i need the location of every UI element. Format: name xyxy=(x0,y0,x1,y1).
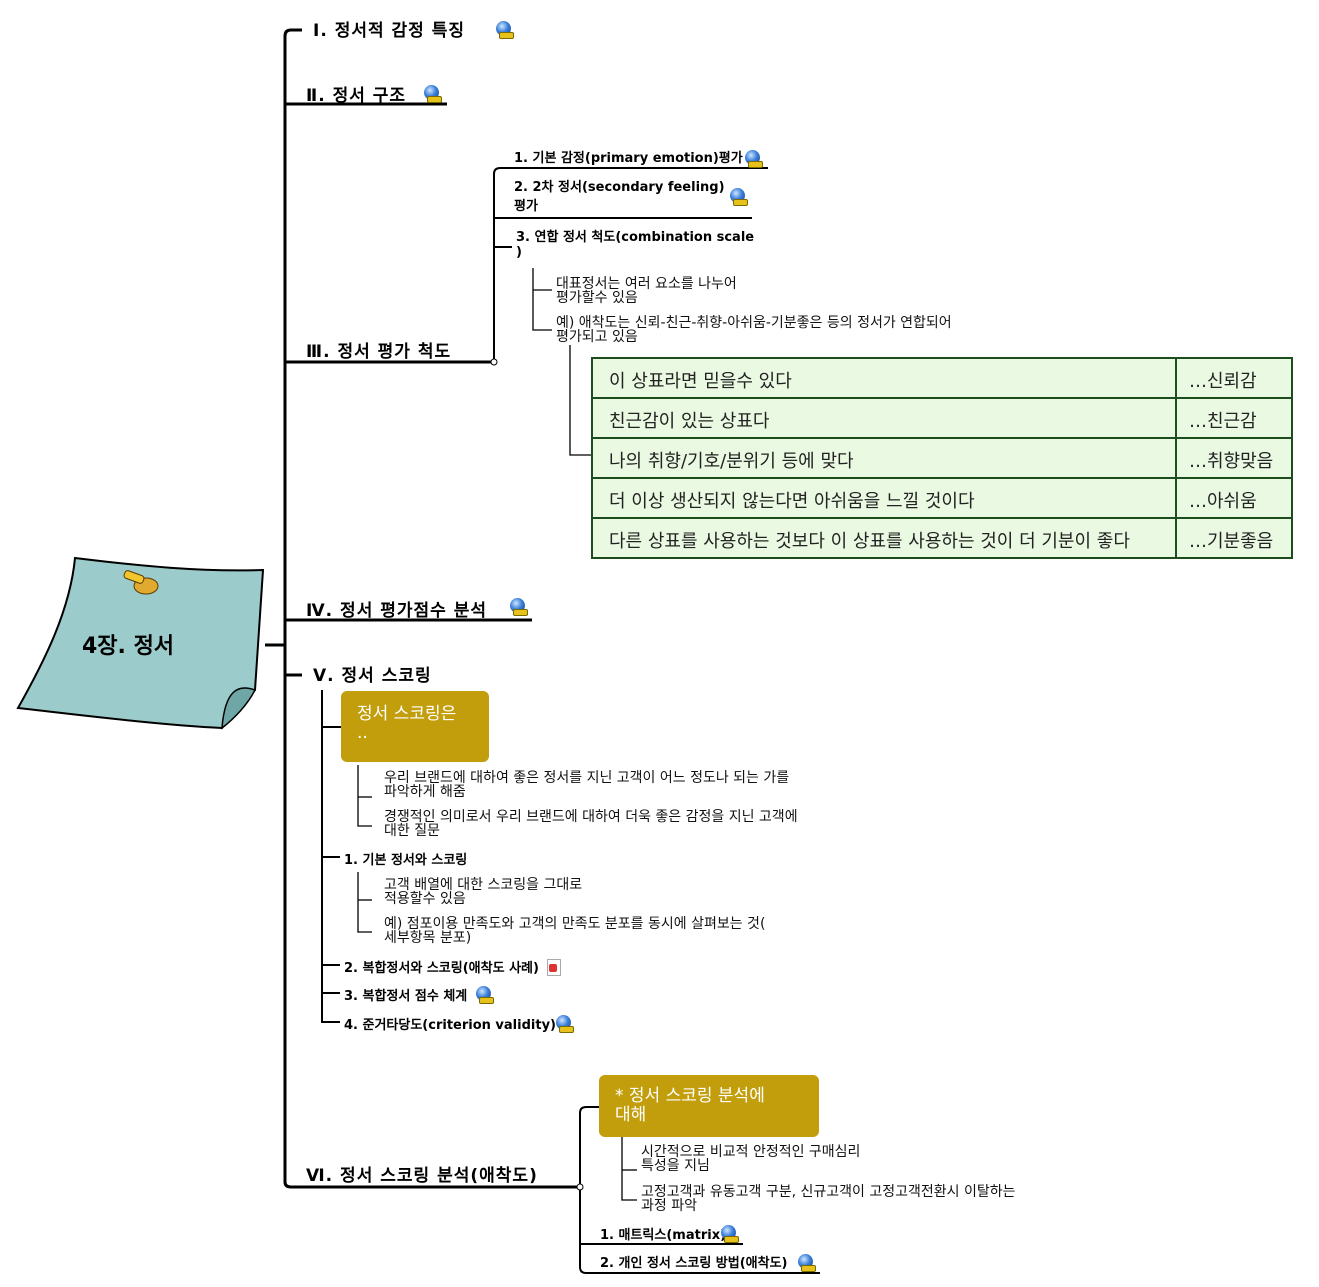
note-line: 고정고객과 유동고객 구분, 신규고객이 고정고객전환시 이탈하는 xyxy=(641,1184,1016,1200)
callout-line: 정서 스코링은 xyxy=(357,704,457,724)
note-line: 평가되고 있음 xyxy=(556,329,638,345)
statement-cell: 이 상표라면 믿을수 있다 xyxy=(591,357,1177,399)
combination-scale-table: 이 상표라면 믿을수 있다…신뢰감 친근감이 있는 상표다…친근감 나의 취향/… xyxy=(591,357,1293,559)
globe-link-icon[interactable] xyxy=(730,188,748,206)
branch-5-label[interactable]: Ⅴ. 정서 스코링 xyxy=(313,666,432,686)
emotion-cell: …신뢰감 xyxy=(1175,357,1293,399)
note-line: 특성을 지님 xyxy=(641,1158,710,1174)
note-line: 예) 애착도는 신뢰-친근-취향-아쉬움-기분좋은 등의 정서가 연합되어 xyxy=(556,315,952,331)
branch-5-sub-3[interactable]: 3. 복합정서 점수 체계 xyxy=(344,989,468,1004)
statement-cell: 나의 취향/기호/분위기 등에 맞다 xyxy=(591,437,1177,479)
note-line: 예) 점포이용 만족도와 고객의 만족도 분포를 동시에 살펴보는 것( xyxy=(384,916,766,932)
statement-cell: 다른 상표를 사용하는 것보다 이 상표를 사용하는 것이 더 기분이 좋다 xyxy=(591,517,1177,559)
emotion-cell: …취향맞음 xyxy=(1175,437,1293,479)
note-line: 세부항목 분포) xyxy=(384,930,472,946)
branch-3-label[interactable]: Ⅲ. 정서 평가 척도 xyxy=(306,342,452,362)
globe-link-icon[interactable] xyxy=(476,986,494,1004)
table-row: 더 이상 생산되지 않는다면 아쉬움을 느낄 것이다…아쉬움 xyxy=(591,477,1293,519)
pushpin-icon xyxy=(123,570,159,595)
note-line: 경쟁적인 의미로서 우리 브랜드에 대하여 더욱 좋은 감정을 지닌 고객에 xyxy=(384,809,798,825)
branch-5-sub-1[interactable]: 1. 기본 정서와 스코링 xyxy=(344,853,468,868)
branch-6-sub-1[interactable]: 1. 매트릭스(matrix) xyxy=(600,1228,727,1243)
note-line: 파악하게 해줌 xyxy=(384,784,466,800)
emotion-cell: …기분좋음 xyxy=(1175,517,1293,559)
note-line: 대표정서는 여러 요소를 나누어 xyxy=(556,276,737,292)
table-row: 다른 상표를 사용하는 것보다 이 상표를 사용하는 것이 더 기분이 좋다…기… xyxy=(591,517,1293,559)
central-topic[interactable]: 4장. 정서 xyxy=(82,634,175,659)
branch-3-child-3-line1[interactable]: 3. 연합 정서 척도(combination scale xyxy=(516,230,755,245)
branch-5-sub-2[interactable]: 2. 복합정서와 스코링(애착도 사례) xyxy=(344,961,539,976)
statement-cell: 친근감이 있는 상표다 xyxy=(591,397,1177,439)
globe-link-icon[interactable] xyxy=(556,1015,574,1033)
emotion-cell: …아쉬움 xyxy=(1175,477,1293,519)
branch-3-child-1[interactable]: 1. 기본 감정(primary emotion)평가 xyxy=(514,151,743,166)
note-line: 고객 배열에 대한 스코링을 그대로 xyxy=(384,877,583,893)
globe-link-icon[interactable] xyxy=(745,150,763,168)
note-line: 평가할수 있음 xyxy=(556,290,638,306)
scoring-callout[interactable]: 정서 스코링은 .. xyxy=(341,691,489,762)
branch-3-child-3-line2[interactable]: ) xyxy=(516,245,522,260)
globe-link-icon[interactable] xyxy=(510,598,528,616)
branch-3-child-2-line2[interactable]: 평가 xyxy=(514,199,538,214)
branch-5-sub-4[interactable]: 4. 준거타당도(criterion validity) xyxy=(344,1018,556,1033)
pdf-attachment-icon[interactable] xyxy=(547,959,561,976)
globe-link-icon[interactable] xyxy=(496,21,514,39)
table-row: 나의 취향/기호/분위기 등에 맞다…취향맞음 xyxy=(591,437,1293,479)
statement-cell: 더 이상 생산되지 않는다면 아쉬움을 느낄 것이다 xyxy=(591,477,1177,519)
note-line: 대한 질문 xyxy=(384,823,440,839)
branch-6-label[interactable]: Ⅵ. 정서 스코링 분석(애착도) xyxy=(306,1166,538,1186)
callout-line: .. xyxy=(357,723,368,743)
table-row: 친근감이 있는 상표다…친근감 xyxy=(591,397,1293,439)
central-sticky-note xyxy=(16,556,265,730)
globe-link-icon[interactable] xyxy=(424,85,442,103)
branch-3-child-2-line1[interactable]: 2. 2차 정서(secondary feeling) xyxy=(514,180,725,195)
note-line: 시간적으로 비교적 안정적인 구매심리 xyxy=(641,1144,861,1160)
note-line: 과정 파악 xyxy=(641,1198,697,1214)
branch-2-label[interactable]: Ⅱ. 정서 구조 xyxy=(306,86,407,106)
note-line: 우리 브랜드에 대하여 좋은 정서를 지닌 고객이 어느 정도나 되는 가를 xyxy=(384,770,790,786)
analysis-callout[interactable]: * 정서 스코링 분석에 대해 xyxy=(599,1075,819,1137)
table-row: 이 상표라면 믿을수 있다…신뢰감 xyxy=(591,357,1293,399)
branch-6-sub-2[interactable]: 2. 개인 정서 스코링 방법(애착도) xyxy=(600,1256,788,1271)
globe-link-icon[interactable] xyxy=(798,1254,816,1272)
callout-line: * 정서 스코링 분석에 xyxy=(615,1086,765,1106)
emotion-cell: …친근감 xyxy=(1175,397,1293,439)
callout-line: 대해 xyxy=(615,1105,647,1125)
branch-1-label[interactable]: Ⅰ. 정서적 감정 특징 xyxy=(313,21,466,41)
branch-4-label[interactable]: Ⅳ. 정서 평가점수 분석 xyxy=(306,601,488,621)
globe-link-icon[interactable] xyxy=(721,1225,739,1243)
note-line: 적용할수 있음 xyxy=(384,891,466,907)
